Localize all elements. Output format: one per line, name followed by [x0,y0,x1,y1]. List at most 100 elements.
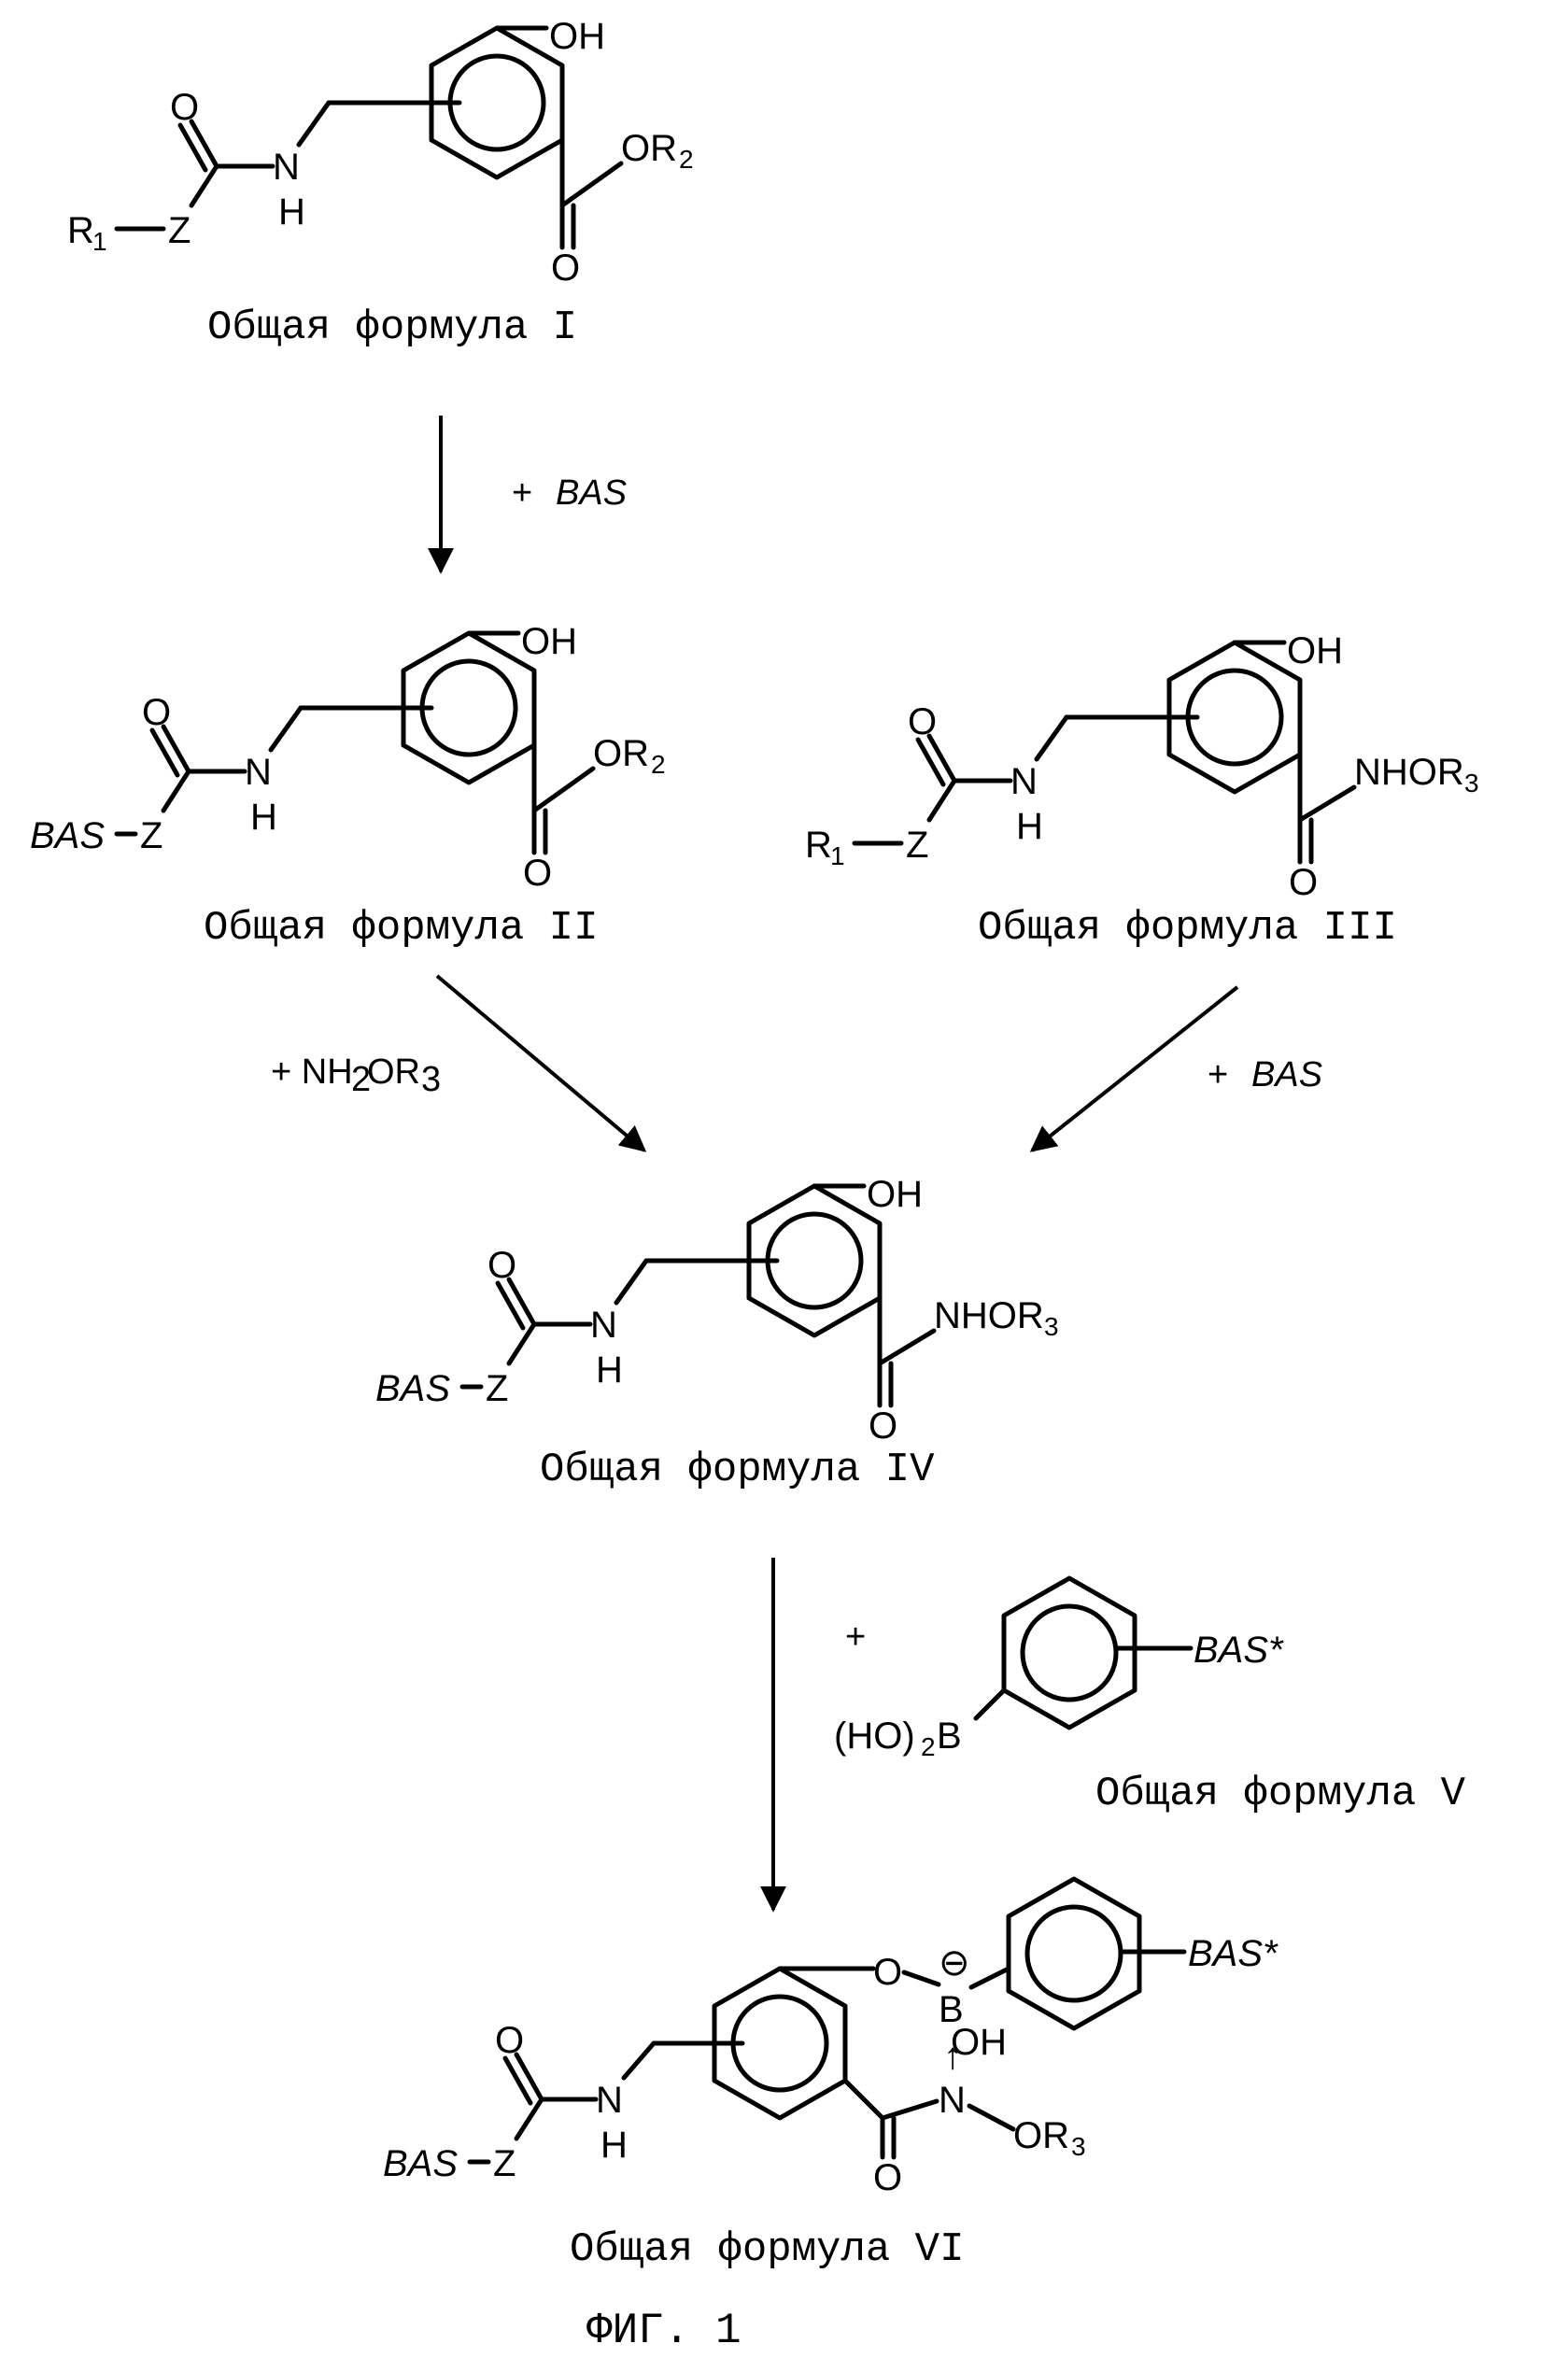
structure-formula-1: OH O OR 2 N H O Z R 1 [67,16,694,289]
n-label: N [245,752,272,793]
nhor-sub: 3 [1044,1312,1059,1341]
ch2-n-bond [271,708,301,750]
z-label: Z [486,1368,508,1409]
carbonyl-o: O [551,247,580,289]
r-label: R [67,210,94,251]
n-label: N [590,1305,617,1346]
bas-label: BAS [30,815,105,856]
amide-co-bond [191,121,217,166]
carbonyl-o: O [869,1405,897,1447]
bas-star-label: BAS* [1194,1630,1284,1671]
h-label: H [600,2125,628,2166]
figure-label: ФИГ. 1 [586,2307,742,2355]
amide-co-bond-2 [498,1283,523,1328]
or-sub: 2 [679,145,694,174]
ester-bond [534,769,593,811]
n-label: N [1010,761,1038,802]
structure-formula-5: BAS* (HO) 2 B [834,1578,1284,1761]
h-label: H [278,191,305,233]
carbonyl-o: O [523,853,552,894]
ring-n-label: N [939,2080,966,2121]
caption-formula-4: Общая формула IV [540,1447,935,1493]
amide-co-bond-2 [505,2058,530,2103]
amide-z-bond [929,781,954,820]
oh-label: OH [1287,630,1343,671]
n-label: N [596,2080,623,2121]
z-label: Z [906,825,928,866]
reagent-bas-1: BAS [556,473,627,513]
nhor-sub: 3 [1464,769,1479,798]
arrow-2-to-4 [437,976,644,1151]
structure-formula-6: O B ⊖ OH ↑ N OR 3 O BAS* N H O Z BAS [383,1879,1278,2198]
amide-z-bond [163,771,189,811]
boron-charge: ⊖ [939,1942,970,1984]
ester-bond [562,163,621,205]
ch2-n-bond [624,2043,654,2078]
reagent-bas-3: BAS [1251,1055,1322,1094]
nhor-label: NHOR [1354,752,1464,793]
caption-formula-1: Общая формула I [207,304,577,351]
aromatic-circle [1023,1606,1116,1700]
arrow-3-to-4 [1032,987,1237,1151]
aromatic-circle [768,1214,861,1307]
amide-co-bond-2 [918,740,943,784]
hydroxamate-bond [1300,787,1354,820]
ho-label: (HO) [834,1716,915,1757]
amide-o: O [170,87,199,128]
boronic-bond [976,1690,1004,1718]
dative-arrow: ↑ [943,2036,962,2077]
reagent-plus-4: + [845,1617,866,1657]
n-or-sub: 3 [1071,2132,1086,2161]
amide-z-bond [509,1324,534,1363]
amide-o: O [142,692,171,733]
ring-o-label: O [873,1952,902,1993]
r-sub: 1 [92,227,107,256]
or-label: OR [593,733,649,774]
n-co-bond [883,2101,937,2118]
h-label: H [1016,806,1043,847]
b-label: B [937,1716,962,1757]
aromatic-circle [422,661,516,755]
oh-label: OH [521,621,577,662]
z-label: Z [493,2143,516,2184]
ring-c-co-bond [845,2081,883,2118]
caption-formula-3: Общая формула III [978,905,1397,952]
amide-z-bond [516,2099,542,2139]
caption-formula-5: Общая формула V [1095,1771,1466,1817]
reagent-nh2or3-plus-nh: + NH [271,1052,353,1092]
amide-co-bond [509,1279,534,1324]
r-sub: 1 [830,841,845,870]
aromatic-circle-2 [1027,1907,1121,2000]
hydroxamate-bond [880,1331,934,1363]
reagent-or: OR [367,1052,420,1092]
structure-formula-4: OH O NHOR 3 N H O Z BAS [375,1174,1059,1447]
bas-star-label: BAS* [1188,1933,1278,1974]
n-o-bond [969,2106,1013,2129]
h-label: H [250,797,277,838]
oh-label: OH [549,16,605,57]
amide-o: O [495,2020,524,2061]
carbonyl-o: O [873,2157,902,2198]
amide-co-bond [516,2054,542,2099]
reagent-plus-1: + [512,473,532,513]
r-label: R [805,825,832,866]
amide-co-bond-2 [152,730,177,775]
ho-sub: 2 [921,1732,936,1761]
structure-formula-3: OH O NHOR 3 N H O Z R 1 [805,630,1479,903]
ch2-n-bond [616,1261,646,1303]
amide-co-bond-2 [180,125,205,170]
amide-co-bond [163,727,189,771]
bas-label: BAS [375,1368,450,1409]
structure-formula-2: OH O OR 2 N H O Z BAS [30,621,666,894]
ch2-n-bond [299,103,329,145]
reagent-or3-sub: 3 [421,1060,441,1099]
aromatic-circle [450,56,544,149]
aromatic-circle [1188,671,1281,764]
bas-label: BAS [383,2143,458,2184]
b-phenyl-bond [971,1969,1009,1987]
or-sub: 2 [651,750,666,779]
reagent-plus-3: + [1208,1055,1228,1094]
nhor-label: NHOR [934,1295,1044,1336]
aromatic-circle [733,1997,826,2090]
